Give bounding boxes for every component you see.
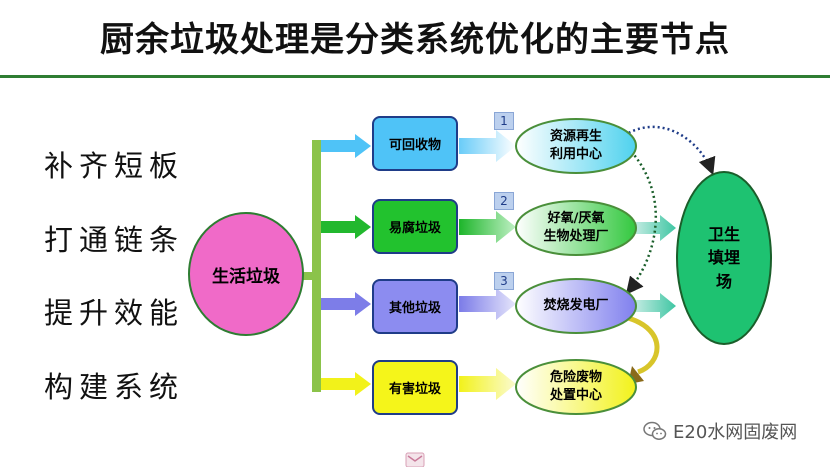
title-bar: 厨余垃圾处理是分类系统优化的主要节点 [0,0,830,78]
cat-box-other [372,279,458,334]
cat-box-recyclable [372,116,458,171]
facility-label-bio: 好氧/厌氧 生物处理厂 [543,211,609,244]
goal-3: 提升效能 [44,296,185,330]
goal-2: 打通链条 [44,223,185,257]
arrow-trunk-other [321,292,371,316]
cat-box-food [372,199,458,254]
cat-label-food: 易腐垃圾 [388,221,441,236]
watermark-text: E20水网固废网 [673,422,798,443]
facility-label-incineration: 焚烧发电厂 [543,298,609,314]
source-ellipse [188,212,304,336]
source-label: 生活垃圾 [212,266,280,287]
cat-label-recyclable: 可回收物 [388,138,441,153]
arrow-trunk-food [321,215,371,239]
cat-box-hazardous [372,360,458,415]
badge-1: 1 [494,112,514,130]
facility-recycling [515,118,637,174]
facility-bio [515,200,637,256]
arrow-food-facility [459,211,516,243]
facility-label-hazardous: 危险废物 处置中心 [549,370,602,403]
dotted-arrow-recycle-to-landfill [619,125,716,176]
cat-label-hazardous: 有害垃圾 [388,382,441,397]
mail-icon [405,452,425,467]
arrow-bio-landfill [636,215,676,241]
facility-hazardous [515,359,637,415]
landfill-label: 卫生 填埋 场 [707,225,740,291]
trunk-bar [312,140,321,392]
arrow-trunk-hazardous [321,372,371,396]
arrow-incineration-landfill [636,293,676,319]
goal-1: 补齐短板 [44,149,185,183]
cat-label-other: 其他垃圾 [388,301,441,316]
arrow-hazardous-facility [459,368,516,400]
badge-2: 2 [494,192,514,210]
curved-arrow-incineration-hazardous [627,315,660,375]
goal-4: 构建系统 [44,370,185,404]
wechat-icon [643,421,667,440]
badge-3: 3 [494,272,514,290]
arrow-recyclable-facility [459,130,516,162]
landfill-ellipse [676,171,772,345]
arrow-trunk-recyclable [321,134,371,158]
arrow-other-facility [459,288,516,320]
facility-incineration [515,278,637,334]
facility-label-recycling: 资源再生 利用中心 [549,129,602,162]
slide-title: 厨余垃圾处理是分类系统优化的主要节点 [100,20,730,60]
watermark: E20水网固废网 [643,418,797,444]
